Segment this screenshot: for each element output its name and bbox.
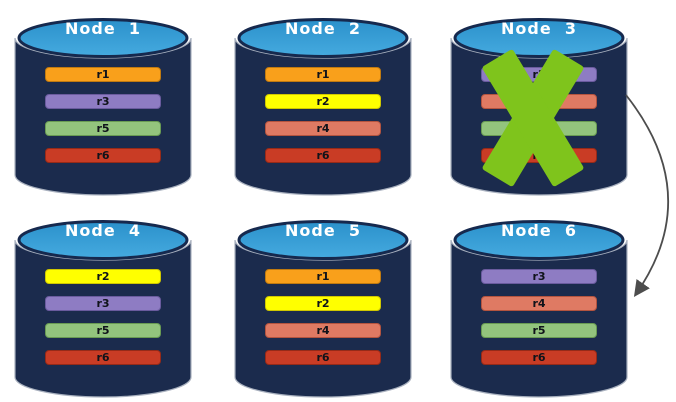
- replica-bar-r4: r4: [481, 296, 597, 311]
- replica-bar-r5: r5: [481, 121, 597, 136]
- replica-bar-r2: r2: [45, 269, 161, 284]
- node-title: Node 4: [65, 221, 141, 240]
- replica-list: r1 r2 r4 r6: [265, 269, 381, 377]
- replica-bar-r5: r5: [45, 121, 161, 136]
- replica-list: r3 r4 r5 r6: [481, 269, 597, 377]
- replica-bar-r6: r6: [481, 350, 597, 365]
- replica-bar-r3: r3: [45, 296, 161, 311]
- replica-bar-r4: r4: [265, 323, 381, 338]
- replica-list: r2 r3 r5 r6: [45, 269, 161, 377]
- replica-bar-r5: r5: [45, 323, 161, 338]
- cylinder-top: [453, 220, 625, 260]
- replica-bar-r4: r4: [265, 121, 381, 136]
- replica-bar-r5: r5: [481, 323, 597, 338]
- replica-bar-r6: r6: [265, 350, 381, 365]
- db-node-6: Node 6 r3 r4 r5 r6: [449, 210, 629, 400]
- cylinder-top: [17, 18, 189, 58]
- replica-bar-r4: r4: [481, 94, 597, 109]
- replica-bar-r2: r2: [265, 296, 381, 311]
- replica-bar-r6: r6: [481, 148, 597, 163]
- db-node-5: Node 5 r1 r2 r4 r6: [233, 210, 413, 400]
- node-title: Node 5: [285, 221, 361, 240]
- replica-bar-r3: r3: [481, 269, 597, 284]
- replica-bar-r6: r6: [265, 148, 381, 163]
- node-title: Node 2: [285, 19, 361, 38]
- replica-list: r3 r4 r5 r6: [481, 67, 597, 175]
- replica-bar-r1: r1: [265, 67, 381, 82]
- replication-arrow-path: [625, 94, 669, 297]
- replica-bar-r3: r3: [481, 67, 597, 82]
- db-node-1: Node 1 r1 r3 r5 r6: [13, 8, 193, 198]
- cylinder-top: [237, 220, 409, 260]
- replica-list: r1 r3 r5 r6: [45, 67, 161, 175]
- replica-bar-r6: r6: [45, 148, 161, 163]
- replica-list: r1 r2 r4 r6: [265, 67, 381, 175]
- cylinder-top: [237, 18, 409, 58]
- node-title: Node 6: [501, 221, 577, 240]
- replica-bar-r3: r3: [45, 94, 161, 109]
- cylinder-top: [17, 220, 189, 260]
- db-node-4: Node 4 r2 r3 r5 r6: [13, 210, 193, 400]
- node-title: Node 1: [65, 19, 141, 38]
- replica-bar-r2: r2: [265, 94, 381, 109]
- replica-bar-r6: r6: [45, 350, 161, 365]
- db-node-3: Node 3 r3 r4 r5 r6: [449, 8, 629, 198]
- node-title: Node 3: [501, 19, 577, 38]
- replica-bar-r1: r1: [45, 67, 161, 82]
- db-node-2: Node 2 r1 r2 r4 r6: [233, 8, 413, 198]
- replica-bar-r1: r1: [265, 269, 381, 284]
